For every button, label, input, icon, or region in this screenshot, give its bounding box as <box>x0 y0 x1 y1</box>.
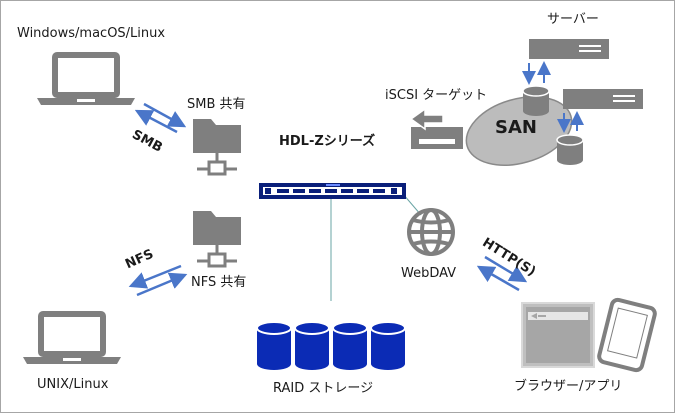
server-label: サーバー <box>547 12 599 27</box>
san-label: SAN <box>495 117 537 138</box>
nfs-share-label: NFS 共有 <box>191 275 247 290</box>
globe-icon <box>407 208 455 256</box>
nas-device-icon <box>259 183 406 199</box>
server-icon <box>529 39 609 59</box>
database-icon <box>522 85 550 116</box>
browser-app-label: ブラウザー/アプリ <box>514 379 623 394</box>
smartphone-icon <box>597 297 657 373</box>
browser-window-icon <box>521 302 595 368</box>
bidirectional-arrow-icon <box>522 61 551 85</box>
smb-share-label: SMB 共有 <box>187 97 246 112</box>
client-unix-label: UNIX/Linux <box>37 377 109 392</box>
laptop-icon <box>37 52 135 105</box>
iscsi-target-icon <box>409 107 463 149</box>
folder-network-icon <box>193 211 241 268</box>
iscsi-target-label: iSCSI ターゲット <box>385 88 488 103</box>
raid-disk-icon <box>256 321 406 370</box>
bidirectional-arrow-icon <box>557 111 584 133</box>
server-icon <box>563 89 643 109</box>
database-icon <box>556 134 584 165</box>
raid-storage-label: RAID ストレージ <box>273 381 374 396</box>
folder-network-icon <box>193 119 241 176</box>
bidirectional-arrow-icon <box>476 255 528 292</box>
laptop-icon <box>23 311 121 364</box>
client-os-label: Windows/macOS/Linux <box>17 26 166 41</box>
bidirectional-arrow-icon <box>134 102 187 134</box>
webdav-label: WebDAV <box>401 266 457 281</box>
bidirectional-arrow-icon <box>128 264 188 297</box>
product-label: HDL-Zシリーズ <box>279 134 376 149</box>
